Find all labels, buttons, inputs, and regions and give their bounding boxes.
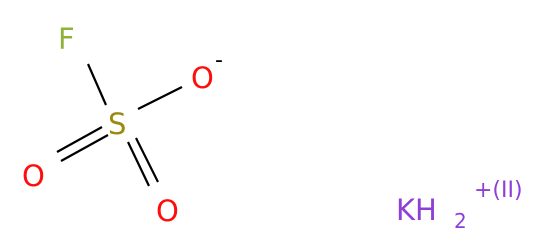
bond-s-o-bottom-2	[127, 141, 150, 187]
oxygen-left-atom: O	[22, 159, 45, 193]
cation-charge: +(II)	[474, 178, 523, 203]
bond-f-s	[86, 63, 108, 106]
bond-s-o-bottom-1	[135, 137, 159, 183]
fluorine-atom: F	[58, 22, 75, 56]
sulfur-atom: S	[108, 107, 126, 141]
negative-charge: -	[215, 48, 223, 73]
hydrogen-subscript: 2	[454, 209, 467, 233]
bond-s-o-left-2	[56, 126, 103, 153]
oxygen-bottom-atom: O	[156, 194, 179, 228]
bond-s-o-left-1	[60, 134, 109, 162]
bonds	[56, 63, 183, 187]
bond-s-o-anion	[137, 86, 183, 110]
potassium-hydride-label: KH	[396, 193, 437, 227]
oxygen-anion-atom: O	[191, 61, 214, 95]
